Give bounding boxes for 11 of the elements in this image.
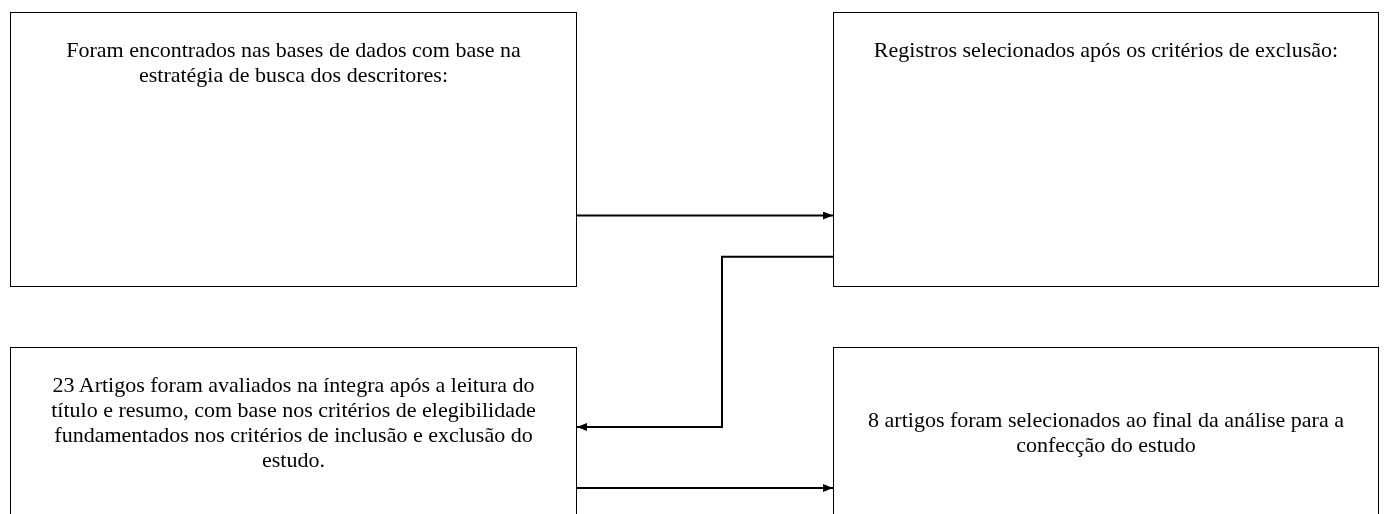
box-text: Foram encontrados nas bases de dados com base na estratégia de busca dos descritores: (65, 37, 522, 87)
process-box (10, 347, 577, 514)
process-box (833, 12, 1379, 287)
box-text: 23 Artigos foram avaliados na íntegra após a leitura do título e resumo, com base nos critérios de elegibilidade fundamentados nos critérios de inclusão e exclusão do estudo. (50, 372, 537, 472)
box-text: Registros selecionados após os critérios de exclusão: (873, 37, 1339, 62)
process-box (833, 347, 1379, 514)
arrow (576, 255, 834, 431)
process-box (10, 12, 577, 287)
arrow (576, 484, 834, 492)
box-text: 8 artigos foram selecionados ao final da análise para a confecção do estudo (867, 407, 1345, 457)
arrow (576, 211, 834, 220)
